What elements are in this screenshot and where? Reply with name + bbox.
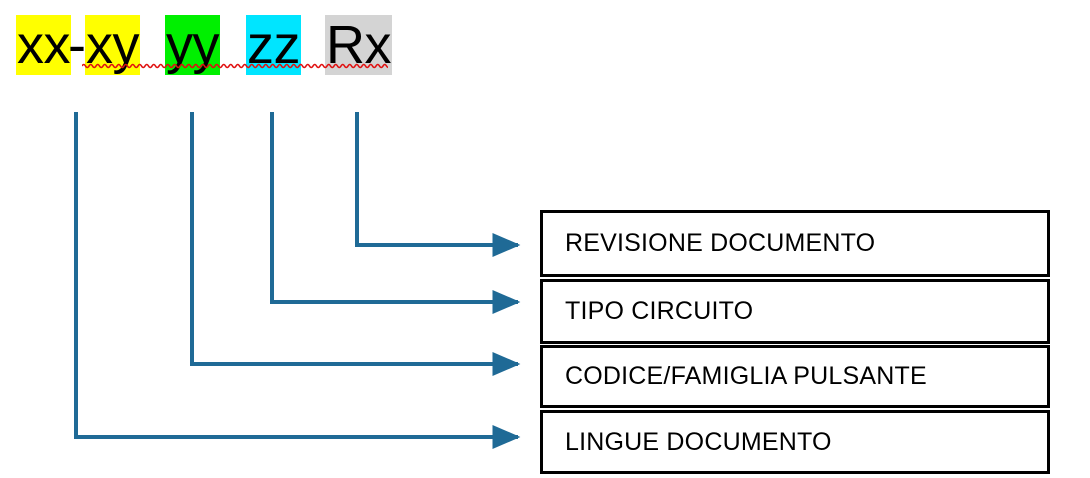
label-text-revisione-documento: REVISIONE DOCUMENTO (565, 229, 876, 257)
code-token-xx: xx (16, 10, 71, 80)
connector-rx-to-revisione (355, 112, 521, 257)
connector-zz-to-tipo-circuito (270, 112, 521, 314)
code-token-zz: zz (246, 10, 301, 80)
label-box-revisione-documento[interactable]: REVISIONE DOCUMENTO (540, 210, 1050, 277)
code-token-xx-text: xx (16, 15, 71, 75)
label-box-codice-famiglia-pulsante[interactable]: CODICE/FAMIGLIA PULSANTE (540, 345, 1050, 408)
code-string: xx - xy yy zz Rx (0, 0, 420, 95)
label-box-lingue-documento[interactable]: LINGUE DOCUMENTO (540, 410, 1050, 474)
code-token-separator: - (68, 10, 86, 80)
spellcheck-squiggle-underline (82, 62, 388, 69)
code-token-xy: xy (85, 10, 140, 80)
code-token-separator-text: - (68, 15, 86, 75)
label-text-tipo-circuito: TIPO CIRCUITO (565, 297, 754, 325)
label-text-lingue-documento: LINGUE DOCUMENTO (565, 427, 832, 456)
connector-xx-xy-to-lingue-documento (74, 112, 521, 449)
code-token-rx: Rx (325, 10, 392, 80)
code-token-yy: yy (165, 10, 220, 80)
connector-yy-to-codice-famiglia (190, 112, 521, 376)
label-text-codice-famiglia-pulsante: CODICE/FAMIGLIA PULSANTE (565, 362, 927, 390)
label-box-tipo-circuito[interactable]: TIPO CIRCUITO (540, 279, 1050, 344)
